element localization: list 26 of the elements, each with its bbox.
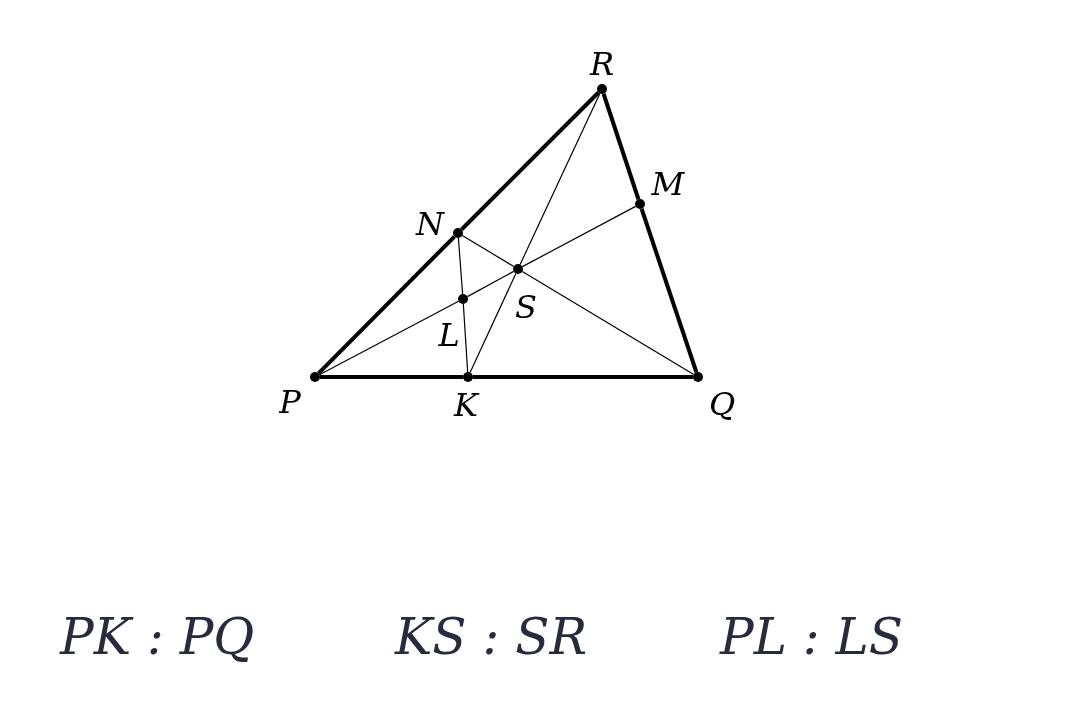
point-label: N [416, 208, 444, 240]
point-label: M [651, 168, 685, 200]
line-segment [521, 205, 637, 268]
point-label: R [589, 48, 615, 80]
thick-line-segment [317, 235, 456, 375]
line-segment [462, 303, 469, 373]
line-segment [318, 300, 460, 376]
line-segment [466, 270, 515, 298]
line-segment [519, 92, 601, 266]
line-segment [457, 237, 464, 295]
ratio-expression: KS : SR [395, 612, 588, 662]
thick-line-segment [639, 208, 699, 373]
point-label: L [438, 319, 460, 351]
line-segment [521, 270, 695, 376]
thick-line-segment [473, 375, 693, 379]
thick-line-segment [601, 93, 641, 200]
point-label: K [454, 389, 478, 421]
point-label: P [279, 386, 301, 418]
ratio-expression: PK : PQ [60, 612, 255, 662]
thick-line-segment [320, 375, 463, 379]
line-segment [469, 272, 517, 374]
point-label: Q [708, 388, 736, 420]
point-label: S [515, 291, 537, 323]
thick-line-segment [460, 91, 600, 231]
ratio-expression: PL : LS [720, 612, 903, 662]
line-segment [461, 234, 515, 268]
